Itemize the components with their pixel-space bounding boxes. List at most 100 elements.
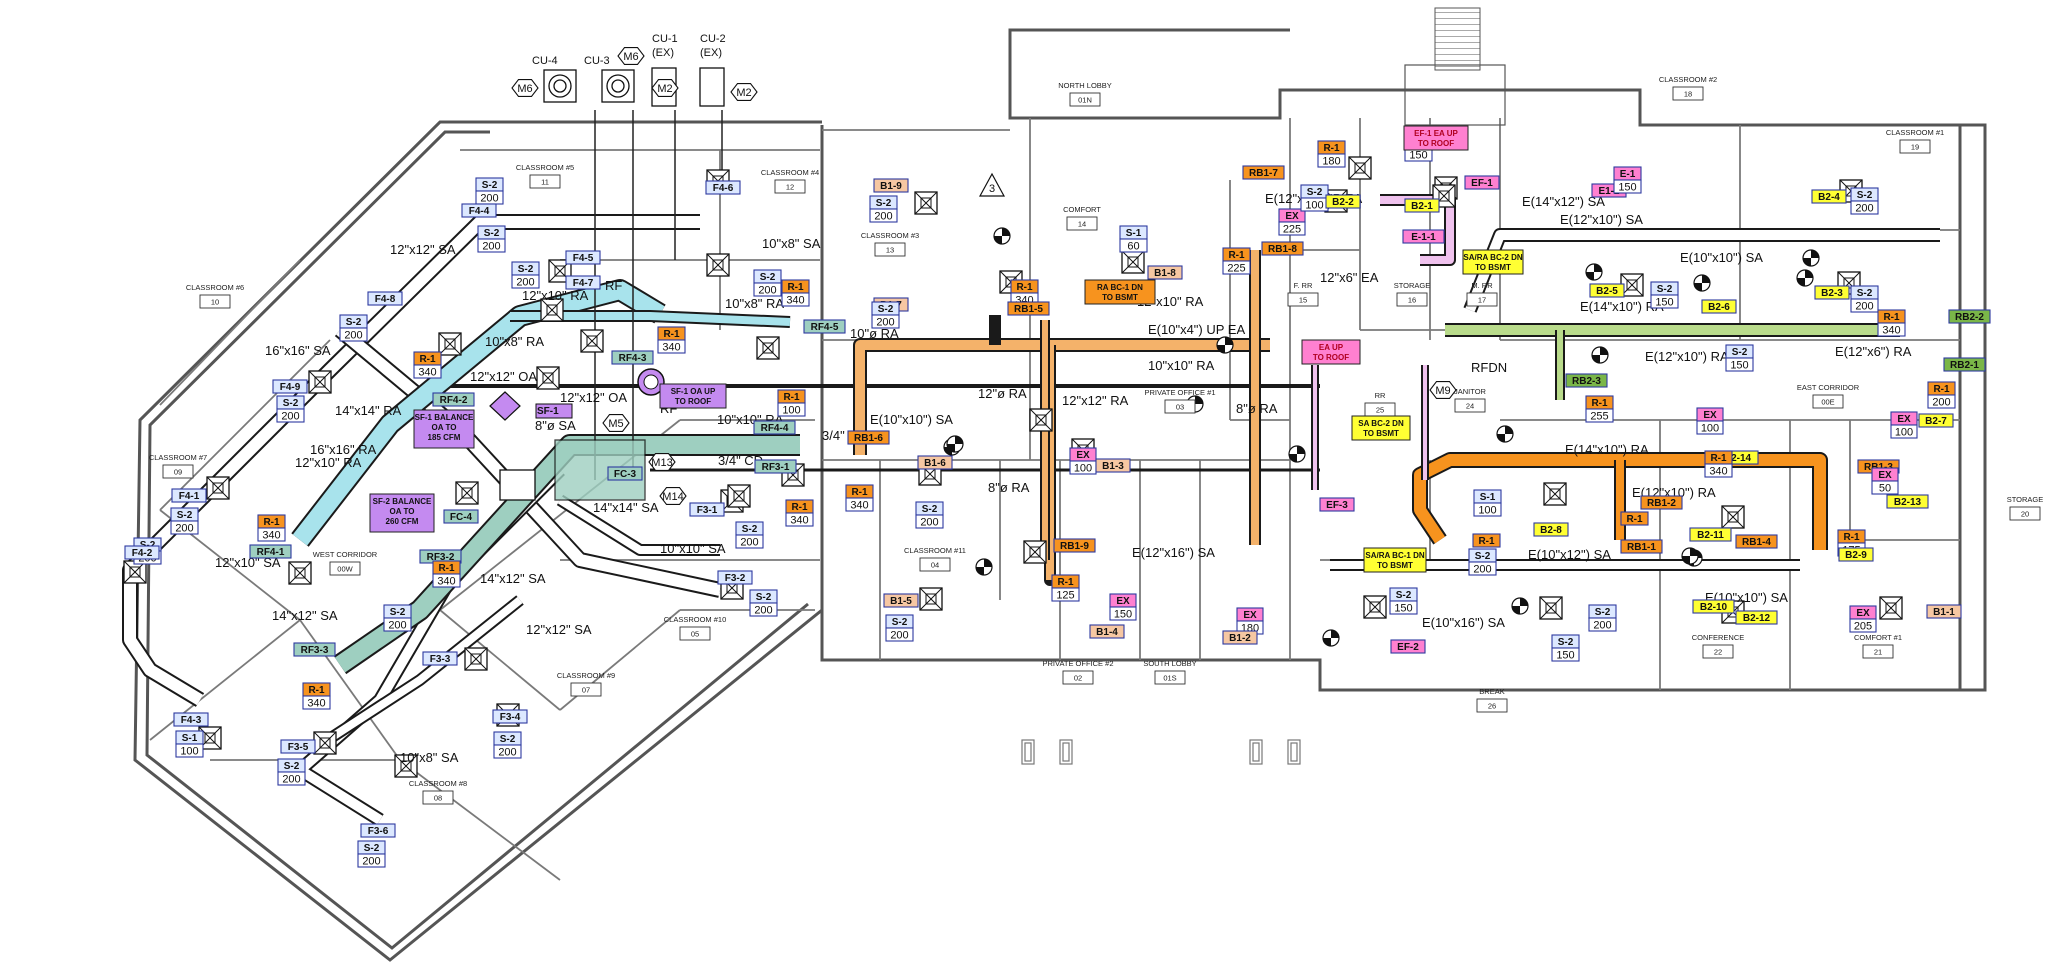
tag-id: R-1 [663, 329, 680, 340]
diffuser [288, 561, 312, 585]
tag-id: R-1 [1710, 453, 1727, 464]
tag-id: R-1 [419, 354, 436, 365]
diffuser [1348, 156, 1372, 180]
thermostat-icon [993, 227, 1011, 245]
diffuser [1121, 250, 1145, 274]
diffuser [919, 587, 943, 611]
room-number: 12 [786, 183, 794, 192]
room-number-box [1069, 92, 1101, 107]
room-number: 10 [211, 298, 219, 307]
tag-cfm: 150 [1114, 609, 1132, 621]
diffuser [464, 647, 488, 671]
equipment-tag: B1-2 [1222, 630, 1258, 645]
equipment-tag: B1-5 [883, 593, 919, 608]
tag-id: S-2 [390, 607, 406, 618]
thermostat-icon [1591, 346, 1609, 364]
room-number: 16 [1408, 296, 1416, 305]
tag-id: F3-3 [430, 654, 451, 665]
tag-id: RB1-2 [1647, 498, 1676, 509]
tag-id: R-1 [783, 392, 800, 403]
tag-cfm: 150 [1730, 360, 1748, 372]
tag-id-box [803, 319, 846, 334]
equipment-tag: F4-8 [367, 291, 403, 306]
room-number-box [162, 464, 194, 479]
west-wing-inner-wall [145, 130, 809, 950]
tag-cfm-box [1613, 179, 1642, 194]
cu1-label: CU-1 [652, 33, 678, 45]
tag-id: F4-1 [179, 491, 200, 502]
tag-cfm: 200 [1932, 397, 1950, 409]
hex-label: M14 [662, 491, 683, 503]
thermostat-icon [1288, 445, 1306, 463]
tag-id: S-2 [1396, 590, 1412, 601]
tag-cfm: 100 [1305, 200, 1323, 212]
equipment-tag: RF3-1 [754, 459, 797, 474]
tag-id: R-1 [851, 487, 868, 498]
tag-id-box [1701, 299, 1737, 314]
tag-id: R-1 [1228, 250, 1245, 261]
room-tag: CLASSROOM #4 12 [761, 168, 819, 194]
room-number-box [570, 682, 602, 697]
note-line: EA UP [1319, 343, 1344, 352]
tag-id: EF-1 [1471, 178, 1493, 189]
hex-label: M6 [623, 51, 638, 63]
duct-size-label: 12"x10" SA [215, 555, 281, 570]
tag-cfm-box [1585, 408, 1614, 423]
tag-id-box [367, 291, 403, 306]
tag-cfm: 150 [1655, 297, 1673, 309]
equipment-tag: B1-4 [1089, 624, 1125, 639]
tag-cfm: 340 [786, 295, 804, 307]
tag-id-box [1689, 527, 1732, 542]
room-name: CLASSROOM #11 [904, 546, 966, 555]
tag-id-box [1811, 189, 1847, 204]
thermostats [943, 227, 1820, 647]
tag-id: EX [1897, 414, 1911, 425]
equipment-tag: RF4-5 [803, 319, 846, 334]
diffuser [536, 366, 560, 390]
room-number: 24 [1466, 402, 1474, 411]
room-number: 19 [1911, 143, 1919, 152]
tag-cfm-box [1051, 587, 1080, 602]
tag-id: S-2 [484, 228, 500, 239]
tag-id: R-1 [1591, 398, 1608, 409]
tag-id: S-2 [876, 198, 892, 209]
tag-cfm-box [257, 527, 286, 542]
equipment-tag: B2-8 [1533, 522, 1569, 537]
tag-id: B1-3 [1102, 461, 1124, 472]
duct-size-label: 10"x8" SA [400, 750, 459, 765]
equipment-tag: RB1-5 [1007, 301, 1050, 316]
tag-cfm-box [1725, 357, 1754, 372]
room-name: CLASSROOM #4 [761, 168, 819, 177]
tag-cfm: 200 [282, 774, 300, 786]
equipment-tag: B2-5 [1589, 283, 1625, 298]
tag-id: B1-5 [890, 596, 912, 607]
tag-id: B1-8 [1154, 268, 1176, 279]
hex-label: M6 [517, 83, 532, 95]
room-number: 18 [1684, 90, 1692, 99]
room-number: 25 [1376, 406, 1384, 415]
duct-size-label: E(12"x6") RA [1835, 344, 1912, 359]
duct-size-label: 12"x12" RA [1062, 393, 1129, 408]
tag-id-box [754, 459, 797, 474]
tag-id-box [611, 350, 654, 365]
tag-cfm-box [885, 627, 914, 642]
room-number-box [1066, 216, 1098, 231]
tag-id: EF-3 [1326, 500, 1348, 511]
room-number: 26 [1488, 702, 1496, 711]
tag-id: EX [1878, 470, 1892, 481]
thermostat-icon [1511, 597, 1529, 615]
tag-id: B2-11 [1697, 530, 1724, 541]
tag-id: E1-2 [1598, 186, 1620, 197]
